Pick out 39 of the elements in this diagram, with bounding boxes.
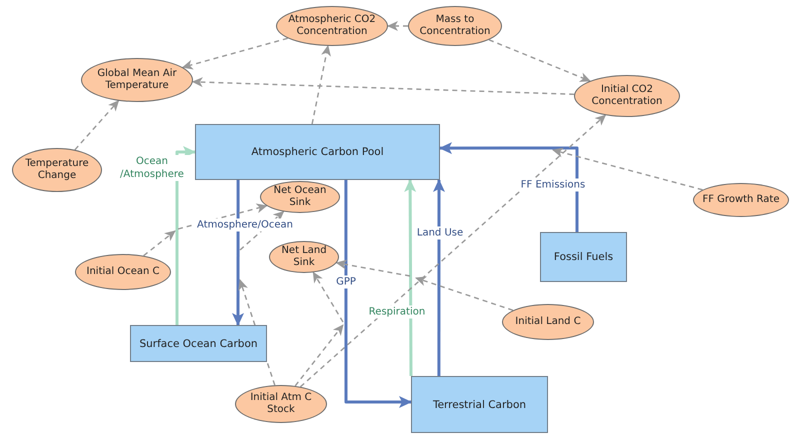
dashed-arrow	[74, 100, 120, 150]
dashed-arrow	[311, 44, 331, 124]
dashed-arrow	[300, 114, 606, 388]
dashed-arrow	[488, 39, 591, 82]
variable-ellipse: Net Land Sink	[269, 241, 339, 273]
dashed-arrow	[192, 77, 574, 95]
stock-box: Fossil Fuels	[540, 232, 627, 282]
edge-label: Land Use	[414, 226, 466, 240]
dashed-arrow	[240, 210, 284, 251]
dashed-arrow	[387, 21, 408, 31]
dashed-arrow	[294, 324, 344, 386]
edge-label: Respiration	[366, 306, 428, 318]
dashed-arrow	[336, 260, 410, 277]
variable-ellipse: Net Ocean Sink	[260, 181, 340, 213]
variable-ellipse: Initial Land C	[502, 304, 594, 340]
dashed-arrow	[552, 148, 703, 190]
stock-box: Terrestrial Carbon	[411, 376, 548, 433]
dashed-arrow	[312, 272, 344, 322]
edge-label: GPP	[334, 276, 358, 288]
flow-arrow	[439, 142, 578, 232]
flow-arrow	[433, 179, 445, 376]
variable-ellipse: Mass to Concentration	[408, 6, 502, 46]
dashed-arrow	[143, 230, 176, 256]
dashed-arrow	[182, 38, 288, 70]
variable-ellipse: Initial Ocean C	[75, 254, 171, 290]
flow-arrow	[404, 179, 416, 376]
variable-ellipse: Initial Atm C Stock	[235, 385, 327, 423]
variable-ellipse: Initial CO2 Concentration	[574, 75, 680, 117]
variable-ellipse: Global Mean Air Temperature	[81, 58, 193, 102]
variable-ellipse: Atmospheric CO2 Concentration	[276, 6, 388, 46]
stock-box: Surface Ocean Carbon	[130, 325, 267, 362]
variable-ellipse: FF Growth Rate	[693, 183, 789, 217]
edge-label: Atmosphere/Ocean	[195, 218, 295, 232]
dashed-arrow	[415, 276, 514, 311]
variable-ellipse: Temperature Change	[12, 148, 102, 192]
flow-arrow	[232, 180, 244, 326]
flow-arrow	[344, 180, 412, 408]
stock-box: Atmospheric Carbon Pool	[195, 124, 440, 180]
edge-label: FF Emissions	[518, 178, 588, 192]
